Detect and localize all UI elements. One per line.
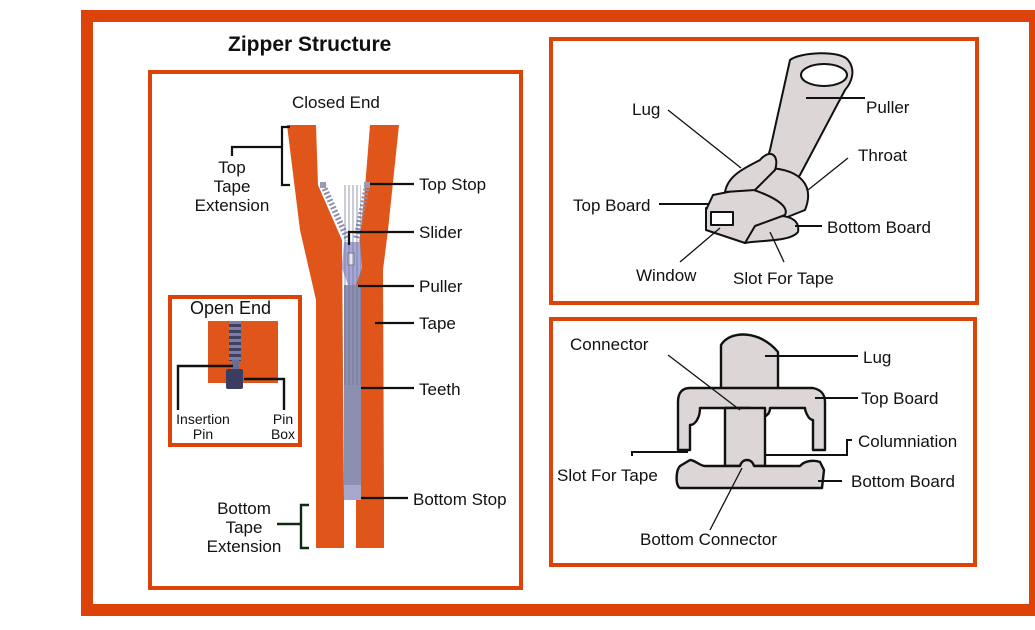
- puller-tab: [754, 52, 854, 206]
- label-insertion-pin: Insertion Pin: [176, 411, 230, 442]
- cs-columniation-leader: [766, 439, 852, 456]
- top-stop-right: [364, 182, 370, 188]
- cs-lug: [719, 333, 780, 394]
- cs-columniation: [723, 406, 767, 468]
- right-bottom-tape-extension: [356, 500, 384, 548]
- slider-leader: [347, 230, 414, 245]
- sl-label-top-board: Top Board: [573, 196, 651, 215]
- cs-label-top-board: Top Board: [861, 389, 939, 408]
- sl-label-puller: Puller: [866, 98, 910, 117]
- diagram-title: Zipper Structure: [228, 33, 392, 56]
- sl-label-slot-for-tape: Slot For Tape: [733, 269, 834, 288]
- label-puller: Puller: [419, 277, 463, 296]
- bottom-connector-leader: [709, 467, 743, 531]
- label-slider: Slider: [419, 223, 463, 242]
- teeth-closed: [344, 285, 361, 485]
- slot-for-tape-leader: [769, 231, 785, 263]
- slider-window: [710, 211, 734, 226]
- sl-label-bottom-board: Bottom Board: [827, 218, 931, 237]
- label-pin-box: Pin Box: [270, 411, 296, 442]
- label-open-end: Open End: [190, 298, 272, 318]
- window-leader: [679, 227, 721, 263]
- pin-box-leader: [244, 377, 286, 410]
- sl-label-throat: Throat: [858, 146, 908, 165]
- bottom-tape-extension-bracket: [277, 503, 309, 550]
- cs-slot-for-tape-leader: [631, 451, 688, 456]
- slider-lug: [347, 252, 355, 266]
- puller-hole: [800, 63, 848, 87]
- throat-leader: [807, 157, 849, 191]
- cs-label-connector: Connector: [570, 335, 649, 354]
- label-bottom-stop: Bottom Stop: [413, 490, 507, 509]
- bottom-stop: [344, 485, 361, 500]
- cs-bottom-board: [675, 458, 826, 490]
- lug-leader: [667, 109, 742, 169]
- label-top-tape-extension: Top Tape Extension: [194, 158, 270, 215]
- insertion-pin: [232, 360, 239, 372]
- left-tape: [287, 125, 344, 500]
- top-stop-left: [320, 182, 326, 188]
- label-closed-end: Closed End: [292, 93, 380, 112]
- label-teeth: Teeth: [419, 380, 461, 399]
- cs-label-slot-for-tape: Slot For Tape: [557, 466, 658, 485]
- label-top-stop: Top Stop: [419, 175, 487, 194]
- cs-label-bottom-connector: Bottom Connector: [640, 530, 778, 549]
- slider-lug-shape: [724, 152, 778, 193]
- sl-label-lug: Lug: [632, 100, 661, 119]
- teeth-right-branch: [353, 184, 370, 241]
- sl-label-window: Window: [636, 266, 697, 285]
- cs-label-lug: Lug: [863, 348, 892, 367]
- cs-label-columniation: Columniation: [858, 432, 958, 451]
- pin-box: [226, 369, 243, 389]
- cs-label-bottom-board: Bottom Board: [851, 472, 955, 491]
- label-bottom-tape-extension: Bottom Tape Extension: [206, 499, 282, 556]
- connector-leader: [667, 354, 741, 411]
- left-bottom-tape-extension: [316, 500, 344, 548]
- right-tape: [356, 125, 399, 500]
- outer-frame: [81, 10, 1035, 616]
- top-tape-extension-bracket: [230, 125, 290, 187]
- label-tape: Tape: [419, 314, 456, 333]
- insertion-pin-leader: [176, 364, 233, 410]
